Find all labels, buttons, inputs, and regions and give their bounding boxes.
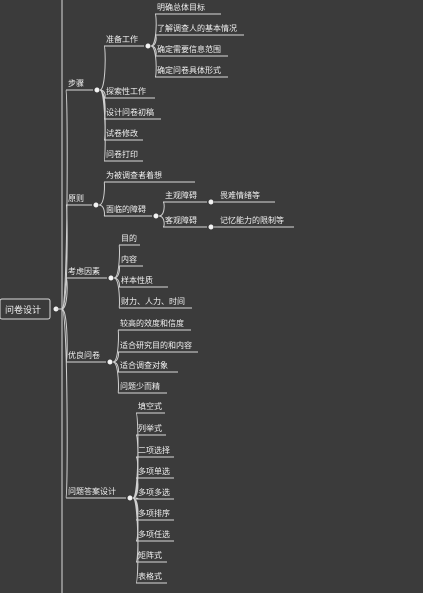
branch-connector [61, 204, 68, 310]
subtopic-label[interactable]: 目的 [121, 233, 137, 243]
subtopic-label[interactable]: 内容 [121, 254, 137, 264]
subtopic-label[interactable]: 适合研究目的和内容 [120, 340, 192, 350]
branch-collapse-dot[interactable] [93, 86, 101, 94]
detail-connector [150, 13, 157, 47]
subtopic-connector [113, 277, 120, 309]
subtopic-label[interactable]: 设计问卷初稿 [106, 107, 154, 117]
subtopic-label[interactable]: 较高的效度和信度 [120, 318, 184, 328]
root-node-box [0, 298, 51, 320]
subtopic-label[interactable]: 问卷打印 [106, 149, 138, 159]
subtopic-connector [99, 89, 106, 162]
detail-label[interactable]: 主观障碍 [165, 190, 197, 200]
subtopic-collapse-dot[interactable] [152, 212, 160, 220]
subtopic-connector [132, 477, 139, 499]
leaf-label[interactable]: 记忆能力的限制等 [220, 215, 284, 225]
branch-collapse-dot[interactable] [107, 274, 115, 282]
subtopic-label[interactable]: 列举式 [138, 423, 162, 433]
leaf-label[interactable]: 畏难情绪等 [220, 190, 260, 200]
branch-collapse-dot[interactable] [126, 494, 134, 502]
subtopic-collapse-dot[interactable] [144, 42, 152, 50]
subtopic-connector [99, 45, 106, 91]
detail-connector [158, 201, 165, 217]
branch-connector [61, 308, 68, 499]
detail-label[interactable]: 了解调查人的基本情况 [157, 23, 237, 33]
subtopic-connector [98, 204, 105, 217]
detail-label[interactable]: 确定需要信息范围 [157, 44, 221, 54]
subtopic-label[interactable]: 问题少而精 [120, 381, 160, 391]
branch-label[interactable]: 问题答案设计 [68, 486, 116, 496]
subtopic-label[interactable]: 矩阵式 [138, 550, 162, 560]
detail-connector [150, 45, 157, 78]
branch-collapse-dot[interactable] [106, 358, 114, 366]
subtopic-label[interactable]: 多项单选 [138, 466, 170, 476]
subtopic-label[interactable]: 适合调查对象 [120, 360, 168, 370]
subtopic-label[interactable]: 试卷修改 [106, 128, 138, 138]
branch-label[interactable]: 步骤 [68, 79, 84, 88]
subtopic-label[interactable]: 准备工作 [106, 34, 138, 44]
subtopic-connector [132, 497, 139, 584]
branch-connector [61, 277, 68, 310]
subtopic-label[interactable]: 表格式 [138, 571, 162, 581]
branch-connector [61, 89, 68, 310]
branch-label[interactable]: 原则 [68, 193, 84, 203]
subtopic-label[interactable]: 为被调查者着想 [106, 170, 162, 180]
subtopic-label[interactable]: 多项排序 [138, 508, 170, 518]
subtopic-label[interactable]: 多项任选 [138, 529, 170, 539]
root-node-label: 问卷设计 [5, 304, 41, 315]
subtopic-label[interactable]: 样本性质 [121, 275, 153, 285]
detail-connector [158, 215, 165, 228]
detail-collapse-dot[interactable] [207, 198, 215, 206]
subtopic-label[interactable]: 多项多选 [138, 487, 170, 497]
root-node[interactable]: 问卷设计 [0, 298, 51, 320]
subtopic-label[interactable]: 财力、人力、时间 [121, 296, 185, 306]
branch-collapse-dot[interactable] [92, 201, 100, 209]
subtopic-label[interactable]: 面临的障碍 [106, 204, 146, 214]
subtopic-label[interactable]: 探索性工作 [106, 86, 146, 96]
subtopic-connector [112, 361, 119, 394]
detail-collapse-dot[interactable] [207, 223, 215, 231]
branch-label[interactable]: 考虑因素 [68, 266, 100, 276]
subtopic-connector [113, 244, 120, 279]
subtopic-label[interactable]: 二项选择 [138, 445, 170, 455]
subtopic-label[interactable]: 填空式 [138, 401, 162, 411]
detail-label[interactable]: 明确总体目标 [157, 2, 205, 12]
detail-label[interactable]: 确定问卷具体形式 [157, 65, 221, 75]
detail-label[interactable]: 客观障碍 [165, 215, 197, 225]
subtopic-connector [98, 181, 105, 206]
subtopic-connector [112, 329, 119, 363]
branch-label[interactable]: 优良问卷 [68, 350, 100, 360]
